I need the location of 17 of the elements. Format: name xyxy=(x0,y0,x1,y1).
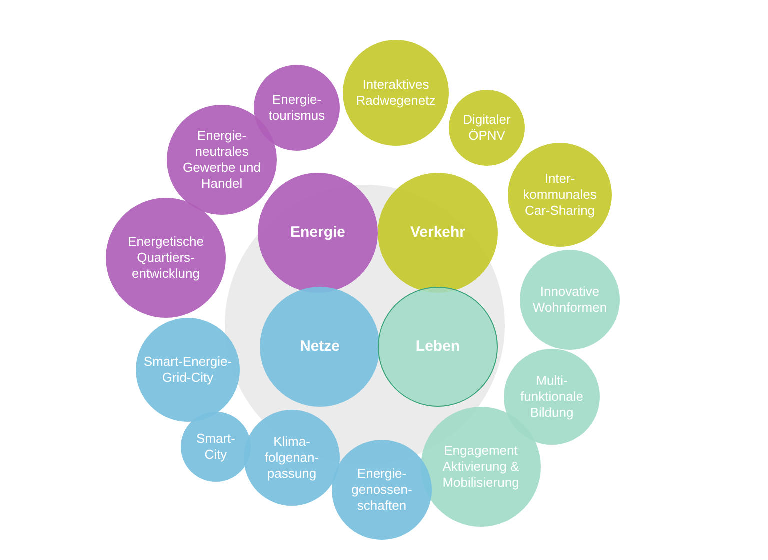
topic-title: Leben xyxy=(414,339,462,355)
topic-label: Smart-Energie-Grid-City xyxy=(142,354,234,386)
topic-label: Inter-kommunales Car-Sharing xyxy=(522,171,598,219)
topic-label: Multi-funktionale Bildung xyxy=(520,373,584,421)
topic-label: Smart-City xyxy=(196,431,236,463)
topic-label: Interaktives Radwegenetz xyxy=(355,77,437,109)
topic-label: Klima-folgenan-passung xyxy=(264,434,320,482)
topic-label: Digitaler ÖPNV xyxy=(462,112,512,144)
topic-label: Energie-tourismus xyxy=(268,92,326,124)
topic-title: Energie xyxy=(289,225,347,241)
topic-label: Energetische Quartiers-entwicklung xyxy=(127,234,205,282)
topic-label: Energie-neutrales Gewerbe und Handel xyxy=(182,128,262,192)
topic-label: Innovative Wohnformen xyxy=(532,284,608,316)
topic-title: Verkehr xyxy=(409,225,467,241)
topic-title: Netze xyxy=(298,339,341,355)
topic-label: Engagement Aktivierung & Mobilisierung xyxy=(442,443,520,491)
topic-label: Energie-genossen-schaften xyxy=(350,466,414,514)
